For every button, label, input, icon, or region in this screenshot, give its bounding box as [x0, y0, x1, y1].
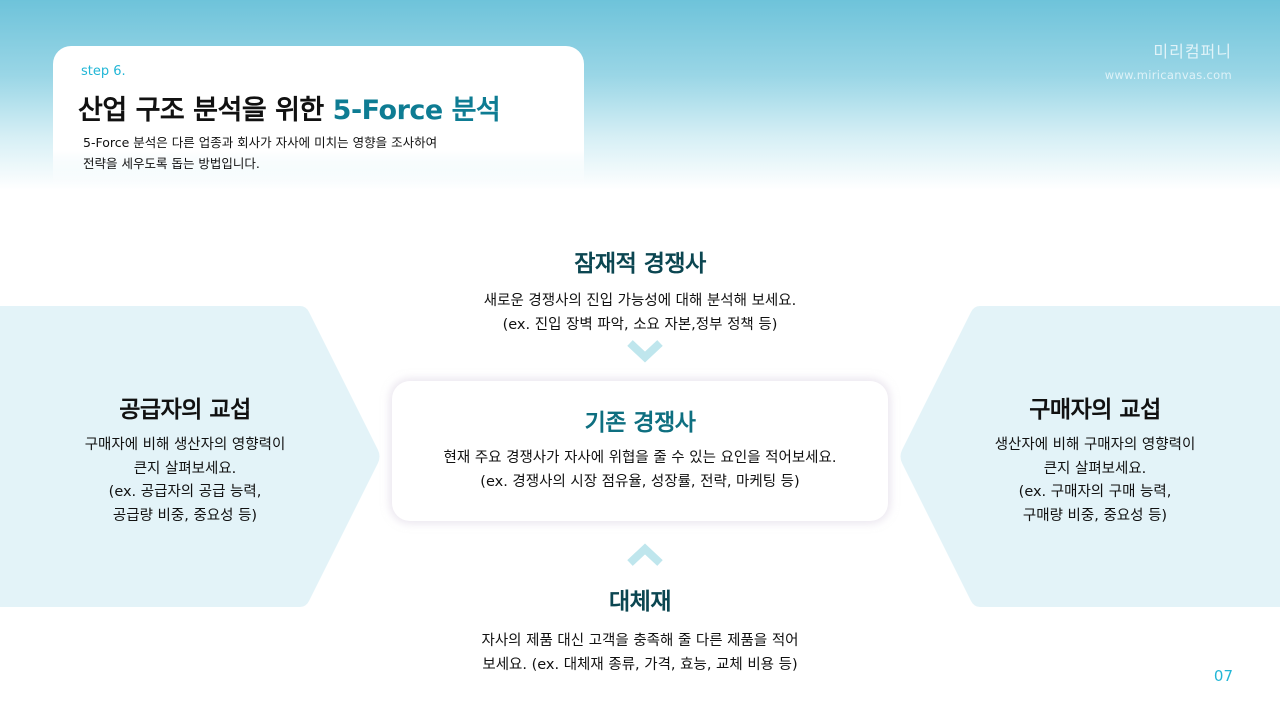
existing-competitors-text: 현재 주요 경쟁사가 자사에 위협을 줄 수 있는 요인을 적어보세요. (ex…: [392, 447, 888, 494]
chevron-up-icon: [625, 540, 665, 572]
text-line: 보세요. (ex. 대체재 종류, 가격, 효능, 교체 비용 등): [482, 656, 798, 673]
supplier-bargaining-block: 공급자의 교섭 구매자에 비해 생산자의 영향력이 큰지 살펴보세요. (ex.…: [40, 390, 330, 528]
potential-competitors-text: 새로운 경쟁사의 진입 가능성에 대해 분석해 보세요. (ex. 진입 장벽 …: [440, 290, 840, 337]
text-line: (ex. 구매자의 구매 능력,: [1018, 484, 1172, 500]
existing-competitors-title: 기존 경쟁사: [584, 410, 696, 436]
brand-name: 미리컴퍼니: [1153, 42, 1232, 61]
buyer-bargaining-block: 구매자의 교섭 생산자에 비해 구매자의 영향력이 큰지 살펴보세요. (ex.…: [950, 390, 1240, 528]
text-line: 자사의 제품 대신 고객을 충족해 줄 다른 제품을 적어: [481, 633, 799, 649]
substitutes-block: 대체재 자사의 제품 대신 고객을 충족해 줄 다른 제품을 적어 보세요. (…: [430, 582, 850, 677]
buyer-arrow-shape: [898, 306, 1280, 607]
page-number: 07: [1213, 667, 1233, 685]
text-line: (ex. 공급자의 공급 능력,: [108, 484, 262, 500]
supplier-bargaining-title: 공급자의 교섭: [119, 397, 251, 423]
buyer-bargaining-text: 생산자에 비해 구매자의 영향력이 큰지 살펴보세요. (ex. 구매자의 구매…: [950, 434, 1240, 528]
substitutes-title: 대체재: [609, 589, 671, 615]
page-description: 5-Force 분석은 다른 업종과 회사가 자사에 미치는 영향을 조사하여 …: [83, 132, 437, 174]
chevron-down-icon: [625, 338, 665, 370]
step-label: step 6.: [81, 64, 126, 79]
text-line: 새로운 경쟁사의 진입 가능성에 대해 분석해 보세요.: [483, 293, 797, 309]
header-card: step 6. 산업 구조 분석을 위한 5-Force 분석 5-Force …: [53, 46, 584, 186]
text-line: 큰지 살펴보세요.: [1043, 460, 1147, 477]
page-description-line: 전략을 세우도록 돕는 방법입니다.: [83, 156, 260, 171]
text-line: (ex. 경쟁사의 시장 점유율, 성장률, 전략, 마케팅 등): [480, 473, 800, 490]
brand: 미리컴퍼니 www.miricanvas.com: [1105, 38, 1232, 82]
existing-competitors-card: 기존 경쟁사 현재 주요 경쟁사가 자사에 위협을 줄 수 있는 요인을 적어보…: [392, 381, 888, 521]
page-title-accent: 5-Force 분석: [332, 95, 501, 126]
supplier-bargaining-text: 구매자에 비해 생산자의 영향력이 큰지 살펴보세요. (ex. 공급자의 공급…: [40, 434, 330, 528]
page-description-line: 5-Force 분석은 다른 업종과 회사가 자사에 미치는 영향을 조사하여: [83, 135, 438, 150]
text-line: 구매자에 비해 생산자의 영향력이: [84, 437, 286, 453]
page-title-main: 산업 구조 분석을 위한: [78, 95, 333, 126]
substitutes-text: 자사의 제품 대신 고객을 충족해 줄 다른 제품을 적어 보세요. (ex. …: [430, 630, 850, 677]
potential-competitors-block: 잠재적 경쟁사 새로운 경쟁사의 진입 가능성에 대해 분석해 보세요. (ex…: [440, 244, 840, 337]
text-line: 구매량 비중, 중요성 등): [1022, 507, 1168, 524]
text-line: 큰지 살펴보세요.: [133, 460, 237, 477]
text-line: (ex. 진입 장벽 파악, 소요 자본,정부 정책 등): [502, 316, 778, 333]
text-line: 생산자에 비해 구매자의 영향력이: [994, 437, 1196, 453]
page-title: 산업 구조 분석을 위한 5-Force 분석: [78, 88, 501, 127]
text-line: 현재 주요 경쟁사가 자사에 위협을 줄 수 있는 요인을 적어보세요.: [443, 450, 837, 466]
brand-url: www.miricanvas.com: [1104, 68, 1232, 82]
supplier-arrow-shape: [0, 306, 382, 607]
potential-competitors-title: 잠재적 경쟁사: [574, 251, 706, 277]
text-line: 공급량 비중, 중요성 등): [112, 507, 258, 524]
buyer-bargaining-title: 구매자의 교섭: [1029, 397, 1161, 423]
